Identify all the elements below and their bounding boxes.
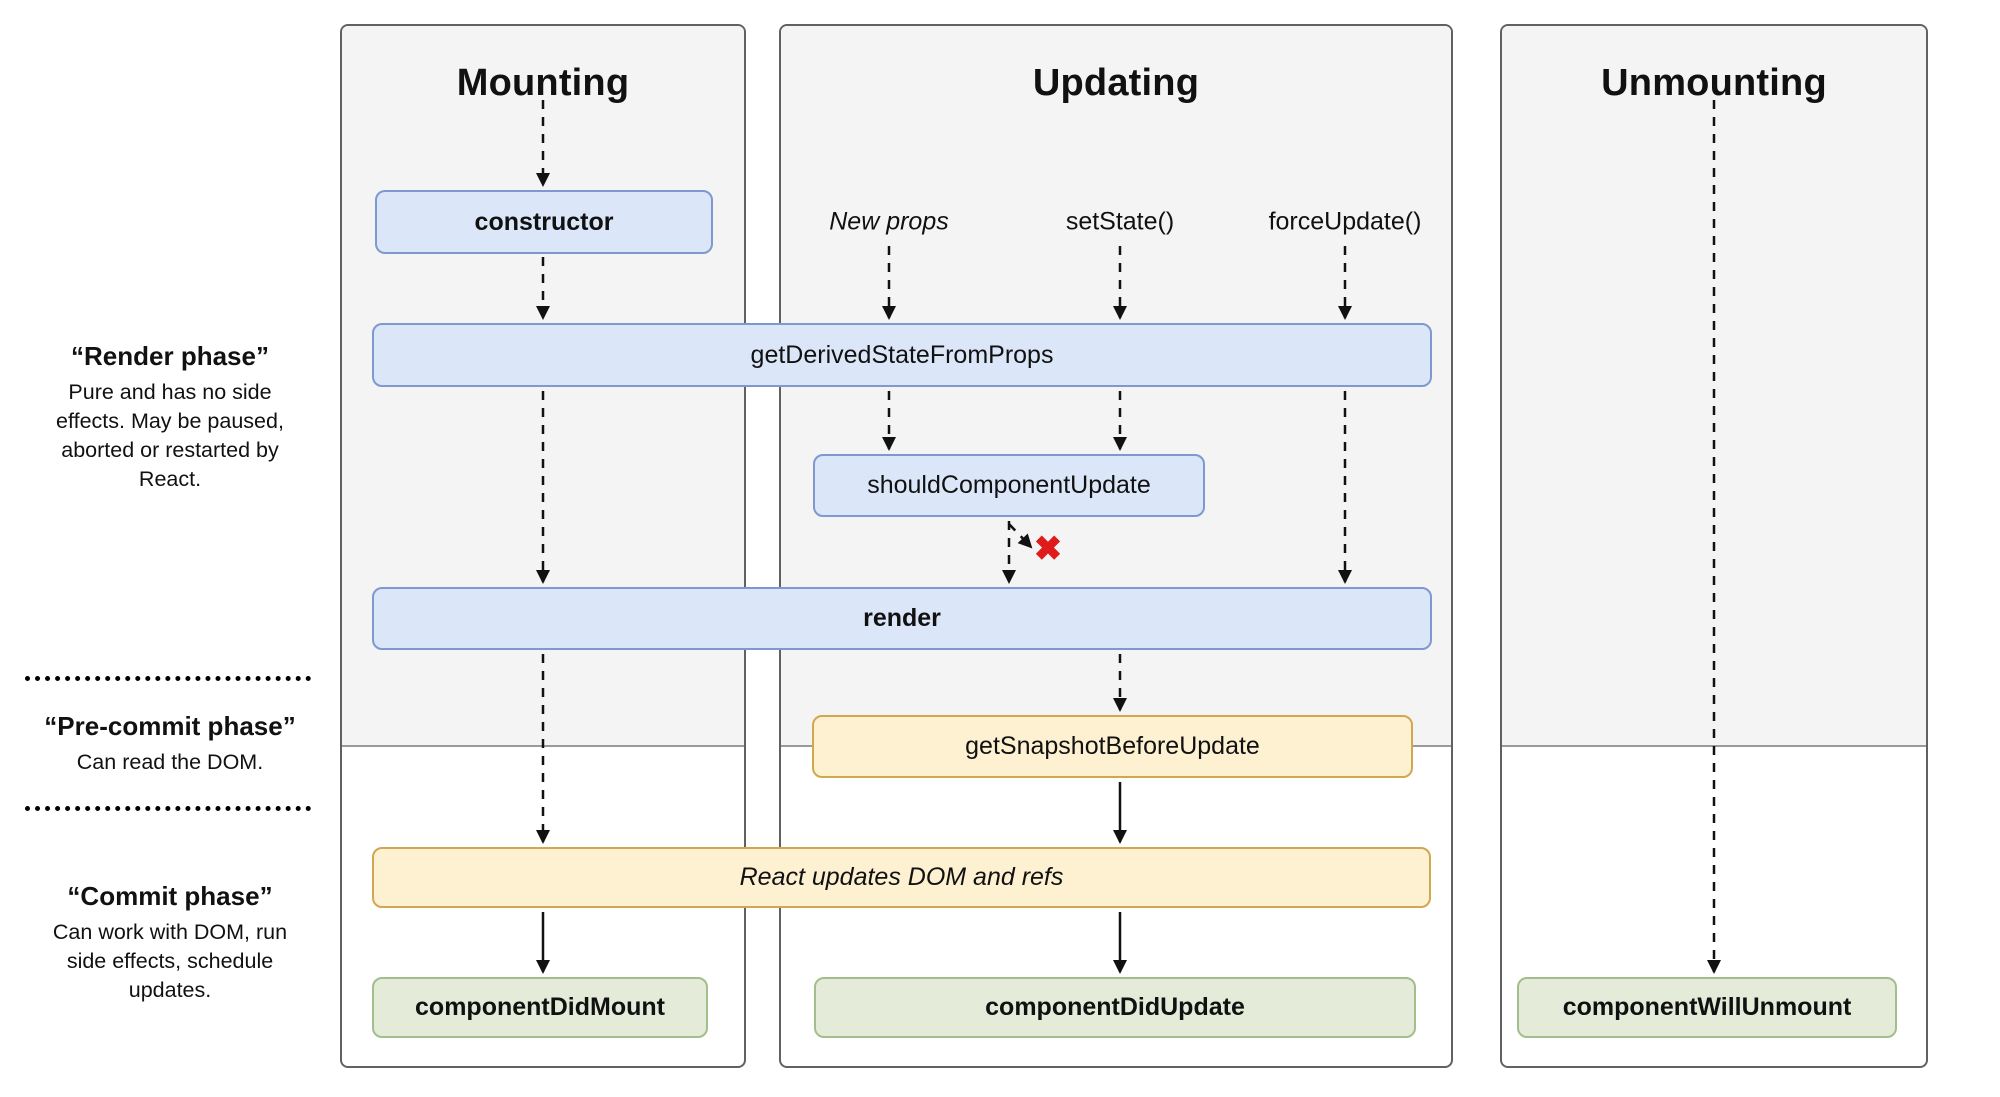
phase-title: “Commit phase” (67, 881, 273, 911)
node-component-did-mount: componentDidMount (372, 977, 708, 1038)
phase-label-render: “Render phase” Pure and has no side effe… (40, 340, 300, 494)
phase-divider-bottom (25, 806, 311, 811)
node-component-did-update: componentDidUpdate (814, 977, 1416, 1038)
column-title-mounting: Mounting (456, 62, 630, 104)
phase-divider-top (25, 676, 311, 681)
node-get-derived-state-from-props: getDerivedStateFromProps (372, 323, 1432, 387)
trigger-set-state: setState() (1065, 207, 1175, 236)
column-mounting: Mounting (340, 24, 746, 1068)
node-react-updates-dom: React updates DOM and refs (372, 847, 1431, 908)
phase-label-commit: “Commit phase” Can work with DOM, run si… (40, 880, 300, 1005)
phase-label-pre-commit: “Pre-commit phase” Can read the DOM. (40, 710, 300, 777)
phase-title: “Pre-commit phase” (44, 711, 296, 741)
node-render: render (372, 587, 1432, 650)
node-get-snapshot-before-update: getSnapshotBeforeUpdate (812, 715, 1413, 778)
column-title-unmounting: Unmounting (1601, 62, 1827, 104)
phase-description: Can read the DOM. (76, 750, 264, 774)
node-should-component-update: shouldComponentUpdate (813, 454, 1205, 517)
render-phase-background (1502, 26, 1926, 747)
node-component-will-unmount: componentWillUnmount (1517, 977, 1897, 1038)
trigger-new-props: New props (829, 207, 949, 236)
phase-description: Pure and has no side effects. May be pau… (56, 380, 284, 491)
phase-description: Can work with DOM, run side effects, sch… (52, 920, 288, 1002)
phase-title: “Render phase” (71, 341, 269, 371)
node-constructor: constructor (375, 190, 713, 254)
column-updating: Updating (779, 24, 1453, 1068)
reject-x-icon: ✖ (1033, 530, 1063, 568)
column-unmounting: Unmounting (1500, 24, 1928, 1068)
trigger-force-update: forceUpdate() (1268, 207, 1422, 236)
column-title-updating: Updating (1032, 62, 1200, 104)
